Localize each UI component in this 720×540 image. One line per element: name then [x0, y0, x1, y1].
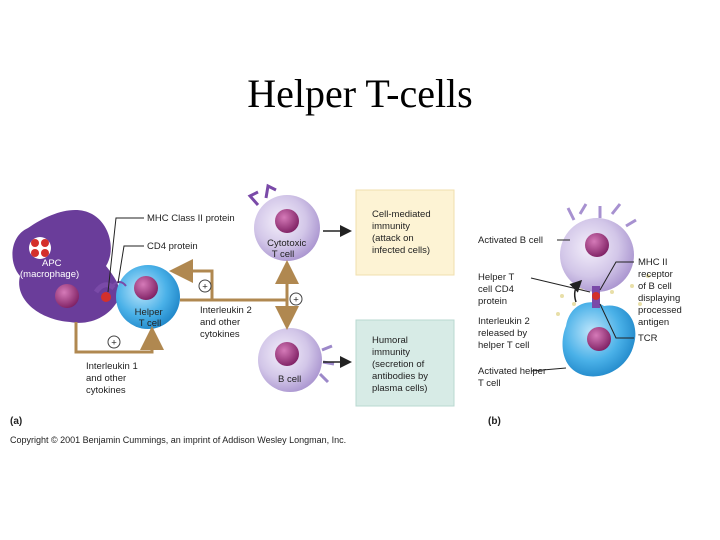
tcr-label: TCR: [638, 333, 658, 344]
plus-markers: + + +: [107, 279, 303, 349]
humoral-box: [355, 319, 455, 407]
apc-label: APC (macrophage): [20, 258, 79, 280]
helper-t-cell: [116, 265, 180, 329]
cd4-label: CD4 protein: [147, 241, 198, 252]
interleukin-arrows: [74, 259, 299, 354]
activated-b-label: Activated B cell: [478, 235, 543, 246]
cd4-b-label: Helper T cell CD4 protein: [478, 272, 517, 307]
b-cell: [258, 328, 335, 392]
humoral-label: Humoral immunity (secretion of antibodie…: [372, 335, 431, 394]
panel-b-label: (b): [488, 416, 501, 427]
mhc-leader: [107, 217, 144, 293]
il2-label: Interleukin 2 and other cytokines: [200, 305, 254, 340]
mhc-label: MHC Class II protein: [147, 213, 235, 224]
activated-helper-leader: [530, 367, 567, 372]
svg-text:+: +: [293, 295, 299, 306]
cell-mediated-label: Cell-mediated immunity (attack on infect…: [372, 209, 433, 256]
cell-mediated-box: [355, 189, 455, 276]
cytotoxic-nucleus: [275, 209, 299, 233]
cytotoxic-t-cell: [247, 183, 320, 261]
panel-a-label: (a): [10, 416, 22, 427]
cd4-b-leader: [530, 277, 591, 293]
mhc-b-label: MHC II receptor of B cell displaying pro…: [638, 257, 684, 328]
synapse-receptors: [592, 286, 600, 308]
copyright-text: Copyright © 2001 Benjamin Cummings, an i…: [10, 435, 346, 445]
antigen-particle-icon: [29, 237, 51, 259]
cytotoxic-label: Cytotoxic T cell: [267, 238, 309, 260]
il1-label: Interleukin 1 and other cytokines: [86, 361, 140, 396]
b-cell-label: B cell: [278, 374, 301, 385]
antigen-marker: [101, 292, 111, 302]
svg-text:+: +: [111, 338, 117, 349]
cd4-leader: [117, 245, 144, 284]
mhc-cd4-complex: [93, 281, 127, 302]
activated-b-cell: [560, 203, 637, 292]
helper-label: Helper T cell: [135, 307, 166, 329]
helper-nucleus: [134, 276, 158, 300]
helper-b-nucleus: [587, 327, 611, 351]
apc-nucleus: [55, 284, 79, 308]
mhc-b-leader: [599, 261, 634, 291]
tcr-leader: [599, 303, 634, 339]
il2-release-arrow: [569, 279, 583, 303]
slide-title: Helper T-cells: [247, 71, 473, 116]
il2-b-label: Interleukin 2 released by helper T cell: [478, 316, 532, 351]
apc-macrophage-cell: [12, 209, 120, 323]
svg-text:+: +: [202, 282, 208, 293]
b-cell-nucleus: [275, 342, 299, 366]
b-cell-b-nucleus: [585, 233, 609, 257]
activated-helper-label: Activated helper T cell: [478, 366, 549, 389]
activated-helper-t-cell: [562, 302, 636, 377]
